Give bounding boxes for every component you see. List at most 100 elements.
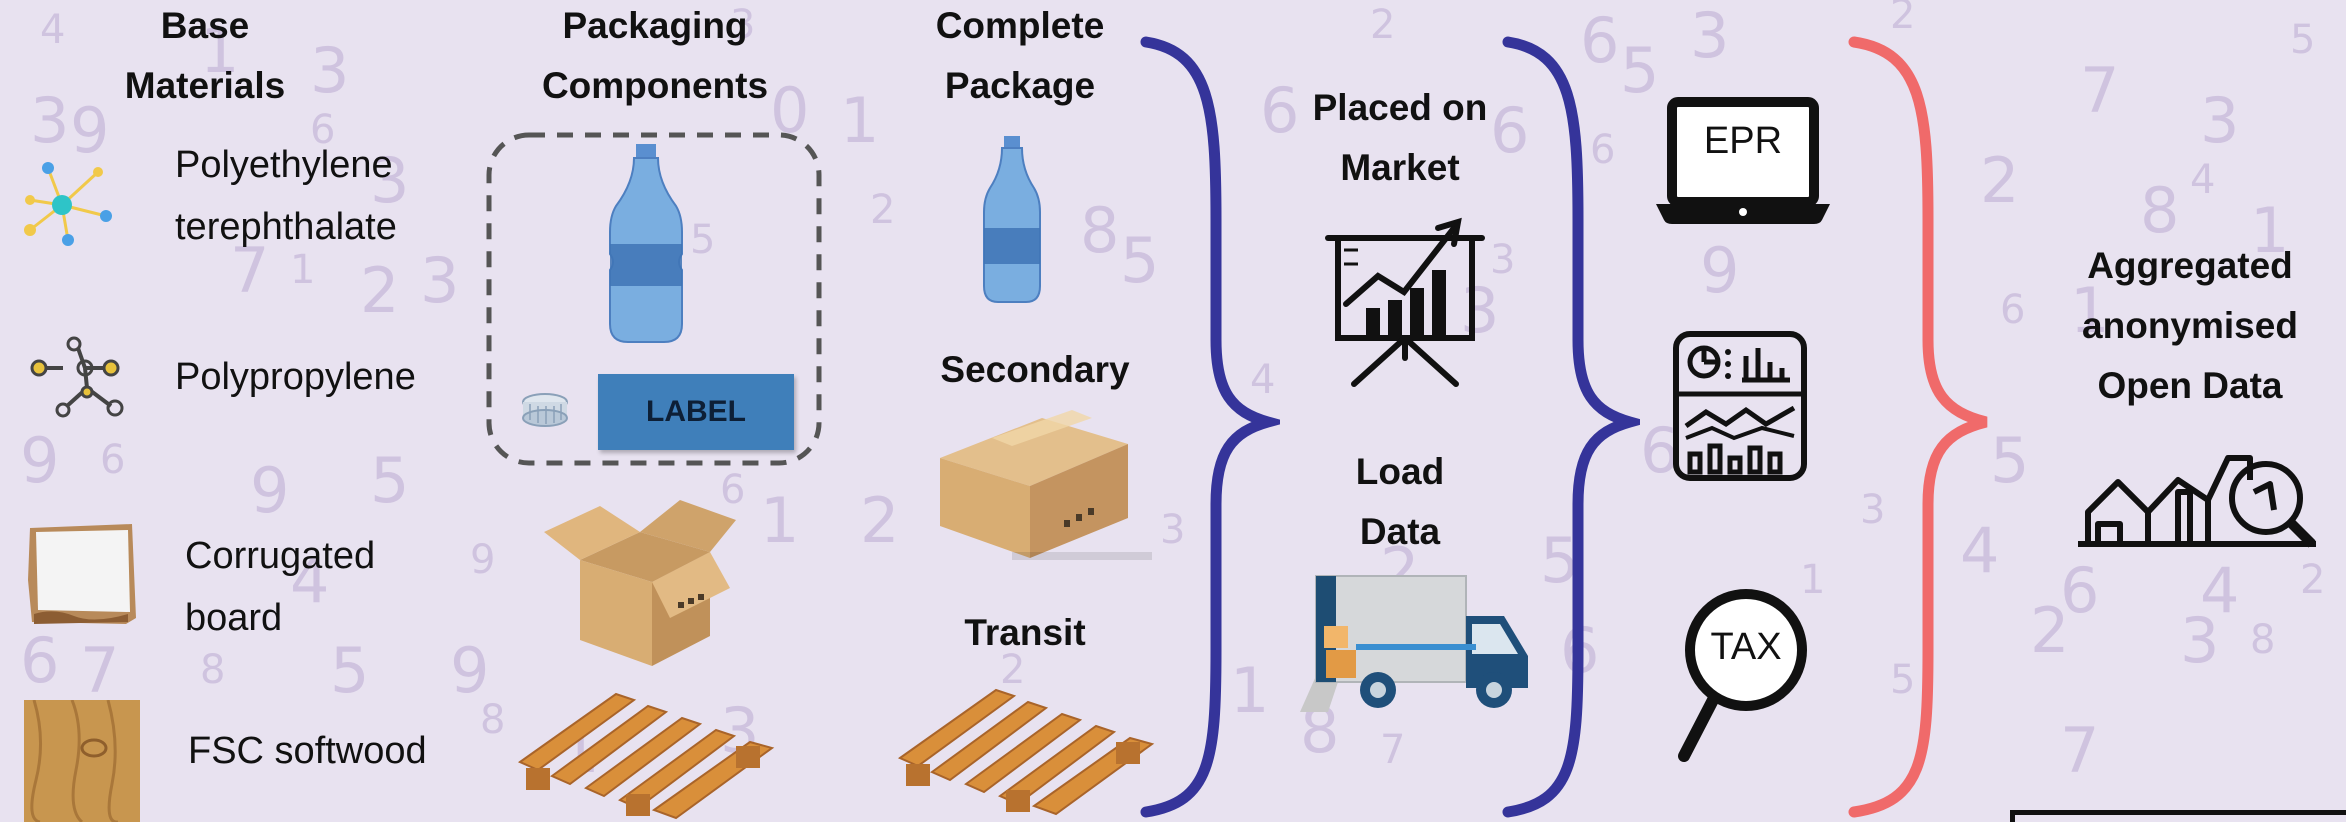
background-digit: 1 xyxy=(200,14,240,87)
background-digit: 5 xyxy=(330,634,370,707)
background-digit: 1 xyxy=(1230,654,1270,727)
background-digit: 6 xyxy=(1640,414,1680,487)
background-digit: 3 xyxy=(2200,84,2240,157)
background-digit: 5 xyxy=(1620,34,1660,107)
background-digit: 2 xyxy=(360,254,400,327)
background-digit: 0 xyxy=(770,74,810,147)
background-digit: 9 xyxy=(250,454,290,527)
base-materials-heading-line1: Base xyxy=(160,5,250,46)
material-fsc-line1: FSC softwood xyxy=(188,730,427,772)
material-fsc-label: FSC softwood xyxy=(188,720,427,782)
background-digit: 1 xyxy=(760,484,800,557)
background-digit: 5 xyxy=(690,217,716,263)
open-data-line2: anonymised xyxy=(2082,305,2298,346)
background-digit: 2 xyxy=(1980,144,2020,217)
background-digit: 9 xyxy=(470,537,496,583)
packaging-components-line1: Packaging xyxy=(562,5,748,46)
background-digit: 4 xyxy=(2200,554,2240,627)
background-digit: 3 xyxy=(1860,487,1886,533)
placed-on-market-heading: Placed on Market xyxy=(1290,78,1510,198)
open-data-line3: Open Data xyxy=(2097,365,2283,406)
material-pp-label: Polypropylene xyxy=(175,346,416,408)
background-digit: 5 xyxy=(1890,657,1916,703)
material-corrugated-line1: Corrugated xyxy=(185,535,376,577)
background-digit: 5 xyxy=(1990,424,2030,497)
transit-heading: Transit xyxy=(964,612,1086,653)
background-digit: 1 xyxy=(840,84,880,157)
open-box-icon xyxy=(544,500,736,666)
pallet-icon xyxy=(517,692,775,820)
bottle-icon xyxy=(609,144,683,343)
background-digit: 3 xyxy=(370,144,410,217)
background-digit: 6 xyxy=(2060,554,2100,627)
navy-brace-2 xyxy=(1502,36,1640,818)
background-digit: 4 xyxy=(2190,157,2216,203)
background-digit: 8 xyxy=(2250,617,2276,663)
open-data-heading: Aggregated anonymised Open Data xyxy=(2060,236,2320,416)
delivery-truck-icon xyxy=(1300,575,1528,712)
packaging-components-heading: Packaging Components xyxy=(525,0,785,116)
wood-texture-icon xyxy=(24,700,140,822)
navy-brace-1 xyxy=(1140,36,1280,818)
complete-package-heading: Complete Package xyxy=(900,0,1140,116)
label-sticker-text: LABEL xyxy=(646,395,746,428)
background-digit: 6 xyxy=(720,467,746,513)
material-pp-line1: Polypropylene xyxy=(175,356,416,398)
complete-package-line2: Package xyxy=(944,65,1096,106)
background-digit: 3 xyxy=(310,34,350,107)
background-digit: 2 xyxy=(860,484,900,557)
background-digit: 2 xyxy=(2030,594,2070,667)
components-dashed-box xyxy=(486,132,822,466)
secondary-heading: Secondary xyxy=(940,349,1130,390)
placed-on-market-line1: Placed on xyxy=(1312,87,1488,128)
material-pet-line2: terephthalate xyxy=(175,206,397,248)
tax-magnifier-icon xyxy=(1678,589,1807,762)
background-digit: 3 xyxy=(730,2,756,48)
background-digit: 1 xyxy=(2250,194,2290,267)
background-digit: 2 xyxy=(1370,2,1396,48)
background-digit: 3 xyxy=(1460,274,1500,347)
material-pet-label: Polyethylene terephthalate xyxy=(175,134,397,258)
transit-pallet-icon xyxy=(897,688,1155,816)
packaging-components-line2: Components xyxy=(541,65,769,106)
material-corrugated-line2: board xyxy=(185,597,283,639)
background-digit: 3 xyxy=(1690,0,1730,72)
background-digit: 5 xyxy=(370,444,410,517)
chart-easel-icon xyxy=(1325,217,1485,387)
background-digit: 7 xyxy=(2060,714,2100,787)
placed-on-market-line2: Market xyxy=(1340,147,1460,188)
material-corrugated-label: Corrugated board xyxy=(185,525,375,649)
background-digit: 6 xyxy=(2000,287,2026,333)
background-digit: 1 xyxy=(1800,557,1826,603)
background-digit: 4 xyxy=(1960,514,2000,587)
background-digit: 4 xyxy=(40,7,66,53)
load-data-line1: Load xyxy=(1355,451,1445,492)
background-digit: 6 xyxy=(310,107,336,153)
background-digit: 2 xyxy=(1890,0,1916,38)
bottle-cap-icon xyxy=(522,393,568,427)
background-digit: 3 xyxy=(420,244,460,317)
tax-text: TAX xyxy=(1710,626,1782,668)
corrugated-board-icon xyxy=(28,524,136,624)
background-digit: 9 xyxy=(70,94,110,167)
background-digit: 1 xyxy=(2070,274,2110,347)
background-digit: 4 xyxy=(290,544,330,617)
background-digit: 2 xyxy=(2300,557,2326,603)
red-brace xyxy=(1848,36,1988,818)
load-data-line2: Data xyxy=(1359,511,1441,552)
background-digit: 5 xyxy=(1120,224,1160,297)
background-digit: 8 xyxy=(2140,174,2180,247)
background-digit: 7 xyxy=(1380,727,1406,773)
background-digit: 9 xyxy=(450,634,490,707)
background-digit: 4 xyxy=(1250,357,1276,403)
background-digit: 9 xyxy=(20,424,60,497)
background-digit: 8 xyxy=(480,697,506,743)
background-digit: 3 xyxy=(1490,237,1516,283)
complete-bottle-icon xyxy=(983,136,1041,303)
background-digit: 7 xyxy=(80,634,120,707)
epr-text: EPR xyxy=(1703,120,1783,162)
background-digit: 6 xyxy=(1260,74,1300,147)
data-analytics-icon xyxy=(2078,455,2316,548)
background-digit: 6 xyxy=(1590,127,1616,173)
background-digit: 9 xyxy=(1700,234,1740,307)
